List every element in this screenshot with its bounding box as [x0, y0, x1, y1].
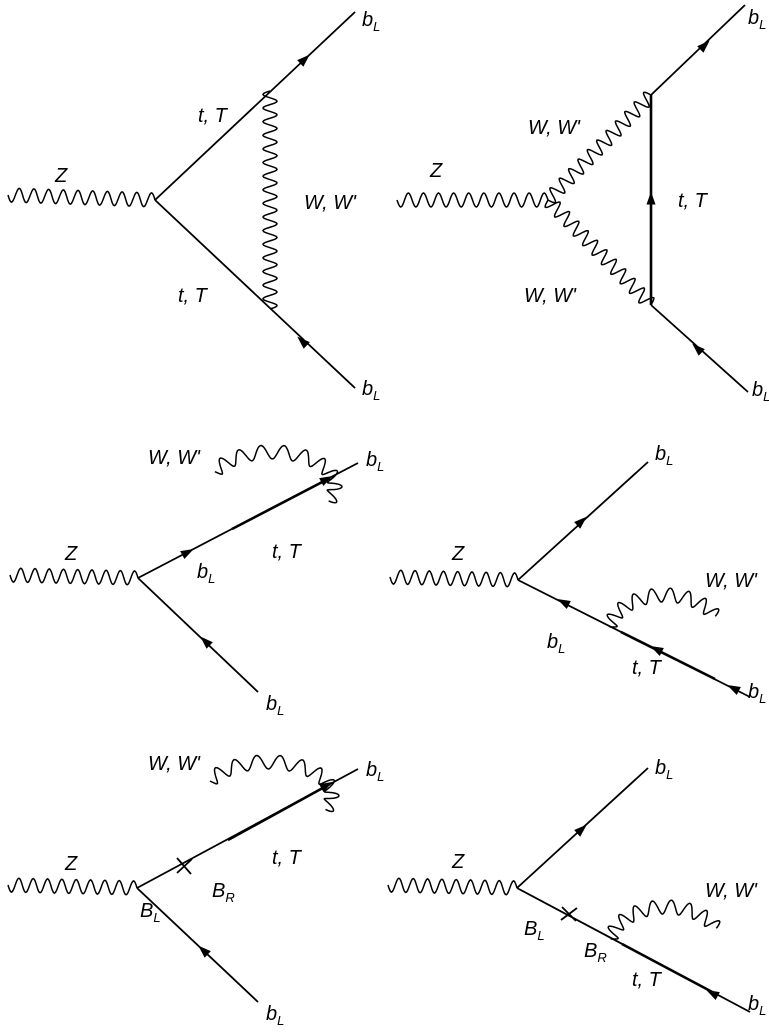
out-label-lower: bL — [266, 1003, 284, 1028]
w-loop — [214, 444, 343, 504]
diagram-self-energy-upper: Z W, W' t, T bL bL bL — [9, 444, 384, 718]
prop-label-right: BR — [212, 880, 235, 905]
internal-label: t, T — [272, 847, 303, 869]
diagram-vertex-w-exchange: Z W, W' W, W' t, T bL bL — [396, 4, 769, 404]
z-label: Z — [429, 160, 443, 182]
prop-label-left: BL — [140, 900, 161, 925]
diagram-mixing-upper: Z W, W' t, T BL BR bL bL — [7, 753, 384, 1028]
arrow-out-upper — [319, 781, 333, 793]
arrow-internal — [646, 191, 656, 205]
diagram-vertex-top-exchange: Z t, T t, T W, W' bL bL — [7, 9, 380, 403]
diagram-self-energy-lower: Z W, W' t, T bL bL bL — [389, 443, 766, 706]
out-label-lower: bL — [266, 693, 284, 718]
arrow-out-lower — [198, 945, 211, 958]
out-label-upper: bL — [655, 443, 673, 468]
out-label-upper: bL — [366, 759, 384, 784]
w-loop — [209, 754, 340, 813]
arrow-lower — [297, 336, 310, 349]
quark-line-lower — [136, 887, 259, 1003]
z-label: Z — [451, 543, 465, 565]
z-label: Z — [54, 165, 68, 187]
mass-insertion-cross — [560, 906, 578, 922]
w-line-lower — [544, 199, 655, 306]
arrow-prop — [557, 599, 571, 609]
internal-quark-label: t, T — [678, 190, 709, 212]
out-label-lower: bL — [748, 993, 766, 1018]
loop-label: W, W' — [148, 753, 201, 775]
loop-label: W, W' — [148, 447, 201, 469]
quark-line-lower — [154, 199, 356, 389]
quark-label-upper: t, T — [198, 105, 229, 127]
w-loop — [607, 899, 721, 940]
prop-label: bL — [547, 631, 565, 656]
internal-quark-segment — [621, 942, 717, 996]
out-line-upper — [650, 4, 746, 96]
quark-line-lower — [137, 577, 259, 693]
internal-label: t, T — [632, 657, 663, 679]
z-boson-line — [7, 877, 138, 896]
w-exchange-line — [262, 90, 278, 310]
prop-label-right: BR — [584, 940, 607, 965]
internal-quark-segment — [231, 476, 331, 531]
out-label-lower: bL — [748, 681, 766, 706]
diagram-mixing-lower: Z W, W' t, T BL BR bL bL — [387, 757, 766, 1018]
arrow-upper — [697, 40, 710, 53]
prop-label: bL — [197, 561, 215, 586]
internal-quark-segment — [227, 782, 331, 842]
loop-label: W, W' — [705, 880, 758, 902]
out-label-lower: bL — [752, 379, 769, 404]
arrow-lower — [692, 343, 705, 356]
internal-label: t, T — [272, 541, 303, 563]
internal-quark-segment — [620, 630, 716, 681]
arrow-prop — [180, 548, 194, 560]
z-boson-line — [7, 187, 156, 208]
prop-label-left: BL — [524, 918, 545, 943]
out-label-upper: bL — [748, 7, 766, 32]
arrow-out-lower — [706, 989, 720, 1001]
out-label-lower: bL — [362, 378, 380, 403]
z-boson-line — [387, 877, 518, 896]
w-loop — [606, 587, 720, 628]
arrow-out-lower — [727, 685, 741, 695]
out-label-upper: bL — [366, 449, 384, 474]
w-line-upper — [547, 91, 652, 204]
z-boson-line — [389, 569, 519, 588]
loop-label: W, W' — [705, 570, 758, 592]
z-boson-line — [9, 567, 139, 586]
arrow-out-upper — [574, 516, 587, 529]
z-boson-line — [396, 192, 549, 208]
mass-insertion-cross — [176, 857, 193, 875]
w-label-upper: W, W' — [528, 117, 581, 139]
arrow-out-upper — [319, 475, 333, 487]
out-label-upper: bL — [362, 9, 380, 34]
internal-label: t, T — [632, 969, 663, 991]
arrow-internal — [650, 646, 664, 656]
out-label-upper: bL — [655, 757, 673, 782]
quark-label-lower: t, T — [178, 285, 209, 307]
w-label-lower: W, W' — [524, 285, 577, 307]
arrow-upper — [297, 54, 310, 67]
z-label: Z — [64, 543, 78, 565]
quark-line-upper — [154, 11, 356, 201]
exchange-label: W, W' — [304, 192, 357, 214]
z-label: Z — [64, 853, 78, 875]
arrow-out-upper — [574, 824, 587, 837]
z-label: Z — [451, 851, 465, 873]
arrow-out-lower — [200, 636, 213, 649]
